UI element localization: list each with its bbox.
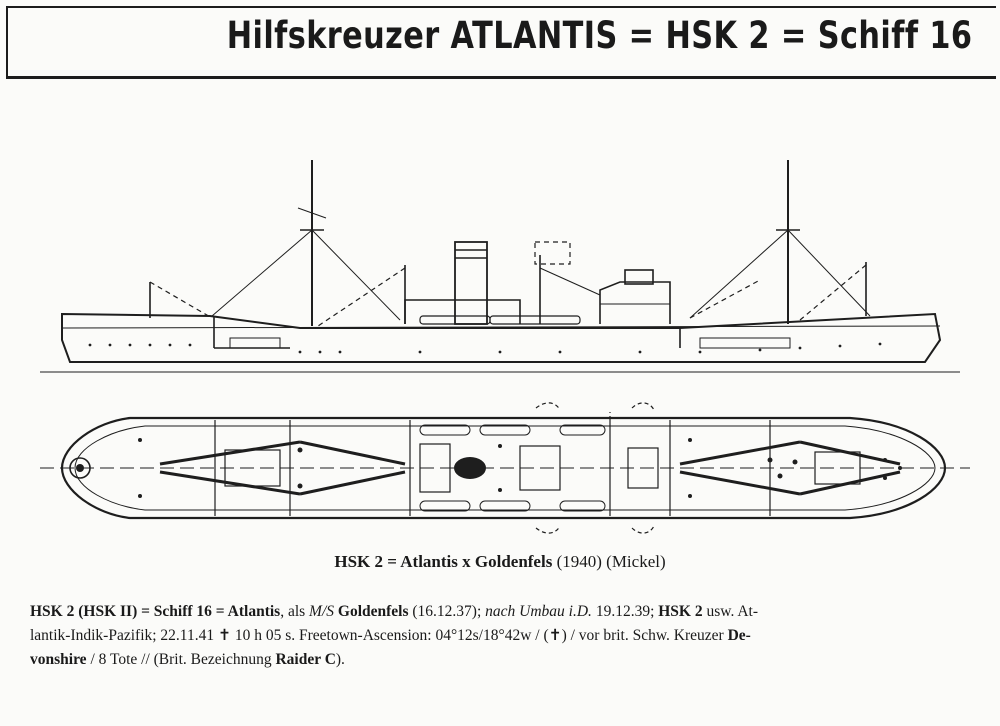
header-border-line [6, 76, 996, 79]
description-text: 19.12.39; [591, 603, 659, 620]
description-line: HSK 2 (HSK II) = Schiff 16 = Atlantis, a… [30, 600, 975, 624]
description-text: Raider C [275, 651, 336, 668]
side-profile-drawing [40, 160, 960, 373]
ship-drawing [40, 160, 970, 534]
caption-author: (Mickel) [606, 552, 666, 571]
description-text: HSK 2 (HSK II) = Schiff 16 = Atlantis [30, 603, 281, 620]
caption-ship-name: HSK 2 = Atlantis x Goldenfels [334, 552, 553, 571]
top-border-line [6, 6, 996, 8]
ship-description: HSK 2 (HSK II) = Schiff 16 = Atlantis, a… [30, 600, 975, 672]
description-line: vonshire / 8 Tote // (Brit. Bezeichnung … [30, 648, 975, 672]
description-text: nach Umbau i.D. [485, 603, 592, 620]
description-text: lantik-Indik-Pazifik; 22.11.41 ✝ 10 h 05… [30, 627, 728, 644]
description-text: usw. At- [702, 603, 759, 620]
description-line: lantik-Indik-Pazifik; 22.11.41 ✝ 10 h 05… [30, 624, 975, 648]
description-text: M/S [309, 603, 335, 620]
caption-year: (1940) [556, 552, 602, 571]
deck-plan-drawing [40, 402, 970, 534]
description-text: ). [335, 651, 345, 668]
description-text: / 8 Tote // (Brit. Bezeichnung [86, 651, 276, 668]
page-title: Hilfskreuzer ATLANTIS = HSK 2 = Schiff 1… [226, 14, 972, 57]
description-text: , als [280, 603, 310, 620]
description-text: HSK 2 [658, 603, 703, 620]
description-text: Goldenfels [334, 603, 409, 620]
description-text: vonshire [30, 651, 87, 668]
description-text: (16.12.37); [408, 603, 486, 620]
description-text: De- [727, 627, 751, 644]
left-border-line [6, 6, 8, 79]
figure-caption: HSK 2 = Atlantis x Goldenfels (1940) (Mi… [0, 552, 1000, 572]
